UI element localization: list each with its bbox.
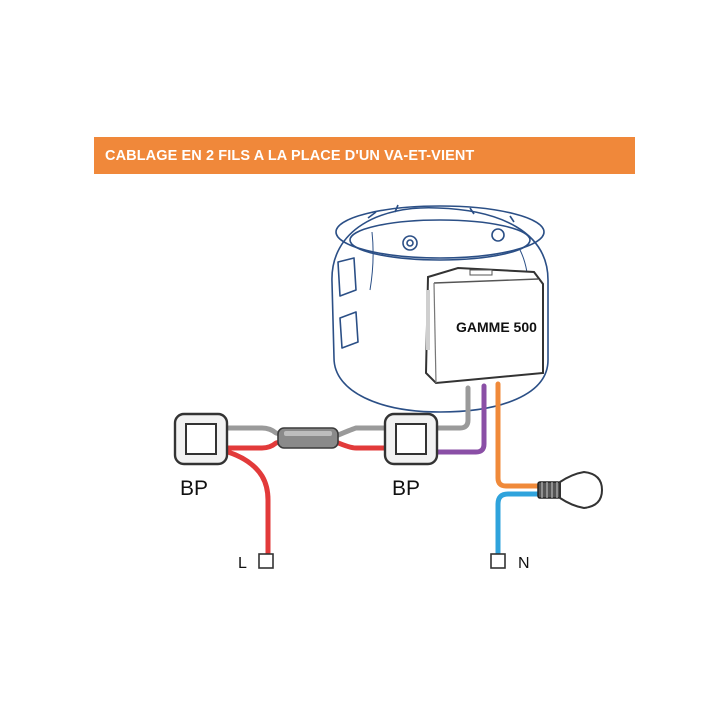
push-button-icon bbox=[383, 412, 439, 466]
wires bbox=[223, 381, 543, 559]
wire-gray bbox=[429, 385, 471, 431]
switch-label: BP bbox=[392, 477, 420, 500]
terminal-label-line: L bbox=[238, 555, 247, 572]
wire-gray bbox=[333, 425, 387, 439]
wire-red bbox=[333, 439, 387, 451]
push-button-icon bbox=[173, 412, 229, 466]
bulb-icon bbox=[537, 470, 604, 510]
wire-blue bbox=[495, 491, 543, 559]
module-icon: GAMME 500 bbox=[424, 266, 544, 385]
cable-sheath-icon bbox=[277, 427, 339, 449]
terminal-icon bbox=[490, 553, 506, 569]
wire-red-line bbox=[225, 449, 271, 559]
terminal-label-neutral: N bbox=[518, 555, 530, 572]
diagram-title-banner: CABLAGE EN 2 FILS A LA PLACE D'UN VA-ET-… bbox=[94, 137, 635, 174]
wire-gray bbox=[223, 425, 283, 437]
wire-orange bbox=[495, 381, 543, 489]
wire-purple bbox=[429, 383, 487, 455]
module-label: GAMME 500 bbox=[456, 319, 537, 335]
wire-red bbox=[223, 439, 283, 451]
switch-label: BP bbox=[180, 477, 208, 500]
terminal-icon bbox=[258, 553, 274, 569]
